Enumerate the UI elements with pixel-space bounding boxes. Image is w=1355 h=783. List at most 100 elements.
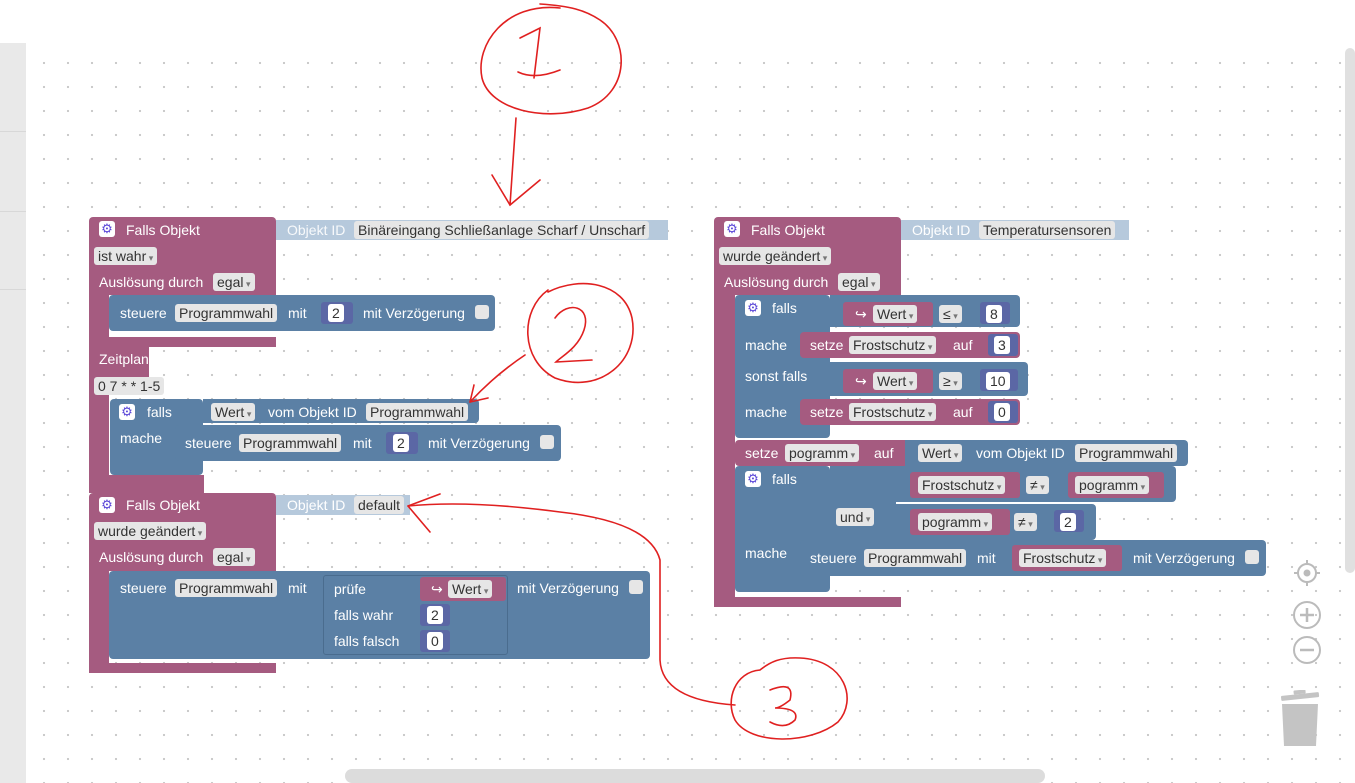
wert-dropdown[interactable]: Wert xyxy=(211,403,256,421)
mache-label: mache xyxy=(745,404,788,420)
mit-label: mit xyxy=(288,580,307,596)
falls-falsch-label: falls falsch xyxy=(334,633,400,649)
value-true-field[interactable]: 2 xyxy=(427,606,443,624)
gear-icon[interactable]: ⚙ xyxy=(724,221,740,237)
objekt-id-label: Objekt ID xyxy=(912,222,971,238)
mache-label: mache xyxy=(745,337,788,353)
condition-dropdown[interactable]: wurde geändert xyxy=(719,247,832,265)
number-field[interactable]: 10 xyxy=(986,372,1010,390)
variable-dropdown[interactable]: pogramm xyxy=(918,513,993,531)
variable-dropdown[interactable]: Frostschutz xyxy=(918,476,1006,494)
objekt-id-field[interactable]: default xyxy=(354,496,405,514)
falls-label: falls xyxy=(772,471,797,487)
number-field[interactable]: 0 xyxy=(994,403,1010,421)
sonst-falls-label: sonst falls xyxy=(745,368,808,384)
setze-label: setze xyxy=(745,445,779,461)
target-field[interactable]: Programmwahl xyxy=(239,434,342,452)
block-header: Falls Objekt xyxy=(751,222,825,238)
gear-icon[interactable]: ⚙ xyxy=(745,471,761,487)
wert-dropdown[interactable]: Wert xyxy=(918,444,963,462)
objekt-id-field[interactable]: Binäreingang Schließanlage Scharf / Unsc… xyxy=(354,221,650,239)
block-header: Falls Objekt xyxy=(126,222,200,238)
zeitplan-header: Zeitplan xyxy=(99,351,149,367)
arrow-icon: ↪ xyxy=(431,581,443,597)
condition-dropdown[interactable]: ist wahr xyxy=(94,247,158,265)
objekt-field[interactable]: Programmwahl xyxy=(366,403,469,421)
trigger-dropdown[interactable]: egal xyxy=(213,273,255,291)
trigger-label: Auslösung durch xyxy=(99,274,204,290)
condition-dropdown[interactable]: wurde geändert xyxy=(94,522,207,540)
wert-dropdown[interactable]: Wert xyxy=(448,580,493,598)
trigger-label: Auslösung durch xyxy=(724,274,829,290)
annotation-label-2: 2 xyxy=(0,0,9,4)
annotation-label-1: 1 xyxy=(0,0,9,4)
blockly-workspace[interactable] xyxy=(26,43,1346,783)
delay-label: mit Verzögerung xyxy=(1133,550,1235,566)
value-field[interactable]: 2 xyxy=(393,434,409,452)
vertical-scrollbar[interactable] xyxy=(1345,48,1355,573)
delay-checkbox[interactable] xyxy=(629,580,643,594)
mit-label: mit xyxy=(353,435,372,451)
arrow-icon: ↪ xyxy=(855,373,867,389)
target-icon[interactable] xyxy=(1292,558,1322,588)
operator-dropdown[interactable]: ≠ xyxy=(1026,476,1049,494)
variable-dropdown[interactable]: Frostschutz xyxy=(849,403,937,421)
gear-icon[interactable]: ⚙ xyxy=(119,404,135,420)
value-false-field[interactable]: 0 xyxy=(427,632,443,650)
gear-icon[interactable]: ⚙ xyxy=(99,497,115,513)
objekt-id-label: Objekt ID xyxy=(287,497,346,513)
gear-icon[interactable]: ⚙ xyxy=(99,221,115,237)
wert-dropdown[interactable]: Wert xyxy=(873,305,918,323)
variable-dropdown[interactable]: Frostschutz xyxy=(849,336,937,354)
value-field[interactable]: 2 xyxy=(328,304,344,322)
setze-label: setze xyxy=(810,337,844,353)
gear-icon[interactable]: ⚙ xyxy=(745,300,761,316)
delay-checkbox[interactable] xyxy=(1245,550,1259,564)
vom-objekt-label: vom Objekt ID xyxy=(268,404,357,420)
variable-dropdown[interactable]: pogramm xyxy=(785,444,860,462)
pruefe-label: prüfe xyxy=(334,581,366,597)
objekt-field[interactable]: Programmwahl xyxy=(1075,444,1178,462)
zoom-in-icon[interactable] xyxy=(1292,600,1322,630)
operator-dropdown[interactable]: ≠ xyxy=(1014,513,1037,531)
variable-dropdown[interactable]: pogramm xyxy=(1075,476,1150,494)
falls-label: falls xyxy=(147,404,172,420)
operator-dropdown[interactable]: ≥ xyxy=(939,372,962,390)
objekt-id-field[interactable]: Temperatursensoren xyxy=(979,221,1116,239)
falls-label: falls xyxy=(772,300,797,316)
zoom-out-icon[interactable] xyxy=(1292,635,1322,665)
mache-label: mache xyxy=(745,545,788,561)
number-field[interactable]: 8 xyxy=(986,305,1002,323)
auf-label: auf xyxy=(874,445,894,461)
target-field[interactable]: Programmwahl xyxy=(175,304,278,322)
wert-dropdown[interactable]: Wert xyxy=(873,372,918,390)
mache-label: mache xyxy=(120,430,163,446)
trigger-dropdown[interactable]: egal xyxy=(213,548,255,566)
target-field[interactable]: Programmwahl xyxy=(175,579,278,597)
falls-wahr-label: falls wahr xyxy=(334,607,394,623)
number-field[interactable]: 2 xyxy=(1060,513,1076,531)
vom-objekt-label: vom Objekt ID xyxy=(976,445,1065,461)
trigger-label: Auslösung durch xyxy=(99,549,204,565)
horizontal-scrollbar[interactable] xyxy=(345,769,1045,783)
steuere-label: steuere xyxy=(120,305,167,321)
setze-label: setze xyxy=(810,404,844,420)
auf-label: auf xyxy=(953,404,973,420)
operator-dropdown[interactable]: ≤ xyxy=(939,305,962,323)
und-dropdown[interactable]: und xyxy=(836,508,875,526)
mit-label: mit xyxy=(288,305,307,321)
trigger-dropdown[interactable]: egal xyxy=(838,273,880,291)
delay-label: mit Verzögerung xyxy=(517,580,619,596)
delay-checkbox[interactable] xyxy=(540,435,554,449)
trash-icon[interactable] xyxy=(1278,690,1322,748)
arrow-icon: ↪ xyxy=(855,306,867,322)
delay-checkbox[interactable] xyxy=(475,305,489,319)
auf-label: auf xyxy=(953,337,973,353)
block-header: Falls Objekt xyxy=(126,497,200,513)
left-panel xyxy=(0,43,26,783)
delay-label: mit Verzögerung xyxy=(428,435,530,451)
cron-field[interactable]: 0 7 * * 1-5 xyxy=(94,377,165,395)
number-field[interactable]: 3 xyxy=(994,336,1010,354)
variable-dropdown[interactable]: Frostschutz xyxy=(1019,549,1107,567)
target-field[interactable]: Programmwahl xyxy=(864,549,967,567)
